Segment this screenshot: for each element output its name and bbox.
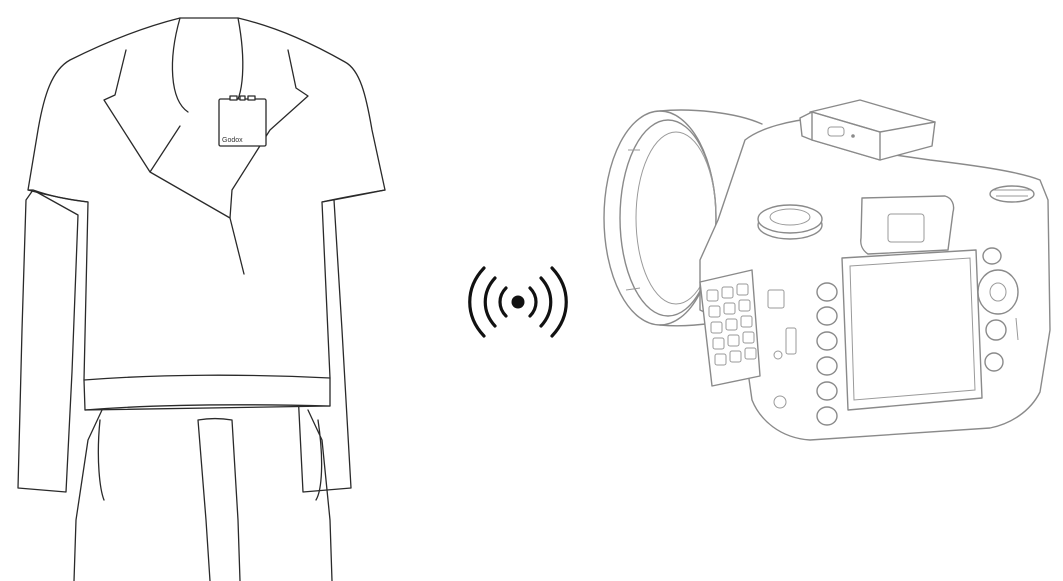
right-lapel: [229, 49, 309, 219]
person-with-jacket: Godox: [17, 17, 386, 581]
left-buttons: [816, 282, 838, 426]
camera-lens: [603, 109, 763, 327]
left-lapel: [103, 49, 245, 275]
open-port-cover: [699, 269, 761, 387]
jacket-body: [27, 17, 386, 411]
clip-on-transmitter: Godox: [218, 95, 267, 147]
lcd-screen: [841, 249, 983, 411]
rear-command-dial: [989, 185, 1035, 203]
mode-dial: [757, 204, 823, 240]
viewfinder-eyecup: [860, 195, 955, 255]
left-sleeve-cuff: [27, 189, 89, 203]
dslr-camera: [603, 99, 1051, 441]
jacket-belt: [83, 374, 331, 411]
side-ports: [767, 289, 797, 409]
right-controls: [977, 247, 1019, 372]
right-sleeve-cuff: [321, 189, 386, 203]
hotshoe-receiver: [799, 99, 936, 161]
wireless-signal-icon: [468, 266, 568, 338]
trousers: [73, 409, 333, 581]
transmitter-brand-logo: Godox: [222, 137, 243, 144]
left-sleeve: [17, 189, 79, 493]
